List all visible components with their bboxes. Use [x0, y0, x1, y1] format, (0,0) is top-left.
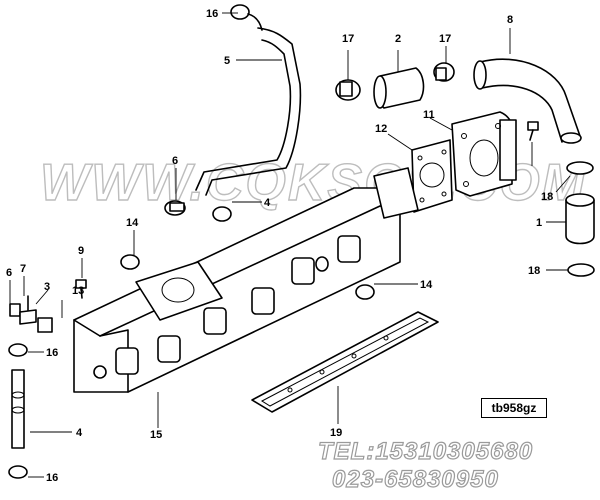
seal-ring-part-4: [212, 206, 232, 222]
callout-6-upper: 6: [172, 155, 178, 167]
callout-3: 3: [44, 281, 50, 293]
callout-16-top: 16: [206, 8, 218, 20]
bolt-part-10: [527, 121, 539, 141]
callout-5: 5: [224, 55, 230, 67]
callout-17-right: 17: [439, 33, 451, 45]
flange-part-11: [451, 111, 517, 197]
callout-18-lower: 18: [528, 265, 540, 277]
callout-13: 13: [72, 285, 84, 297]
fittings-left: [9, 279, 87, 333]
callout-9: 9: [78, 245, 84, 257]
callout-18-upper: 18: [541, 191, 553, 203]
elbow-pipe-part-8: [473, 58, 582, 144]
hose-part-5: [195, 4, 302, 196]
contact-phone: TEL:15310305680: [317, 437, 534, 465]
callout-17-left: 17: [342, 33, 354, 45]
callout-15: 15: [150, 429, 162, 441]
callout-4-upper: 4: [264, 197, 271, 209]
sleeve-part-1: [565, 161, 595, 277]
exhaust-manifold-part-15: [73, 167, 419, 393]
callout-6-lower: 6: [6, 267, 12, 279]
callout-labels: 16 5 17 2 17 8 12 11 6 4 18 14 1 9 18 14…: [6, 8, 553, 484]
callout-19: 19: [330, 427, 342, 439]
gasket-part-12: [411, 139, 453, 213]
callout-1: 1: [536, 217, 542, 229]
callout-4-lower: 4: [76, 427, 83, 439]
callout-12: 12: [375, 123, 387, 135]
coupling-part-2: [335, 62, 455, 109]
manifold-gasket-part-19: [251, 311, 439, 413]
reference-code-box: tb958gz: [481, 398, 547, 418]
clamp-part-6-upper: [164, 200, 186, 216]
callout-11: 11: [423, 109, 435, 121]
callout-14-right: 14: [420, 279, 433, 291]
callout-8: 8: [507, 14, 513, 26]
callout-16-middle: 16: [46, 347, 58, 359]
tube-part-4-lower: [8, 343, 28, 479]
callout-2: 2: [395, 33, 401, 45]
contact-phone-2: 023-65830950: [331, 465, 499, 493]
callout-14-left: 14: [126, 217, 139, 229]
leader-lines: [9, 12, 571, 478]
callout-16-bottom: 16: [46, 472, 58, 484]
callout-7: 7: [20, 263, 26, 275]
